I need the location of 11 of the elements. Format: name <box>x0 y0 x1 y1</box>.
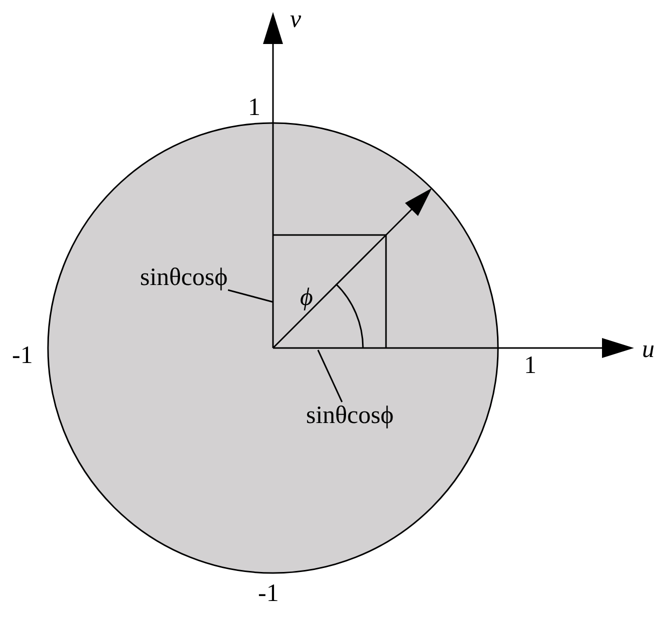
leader-line <box>317 350 343 402</box>
axis-label: u <box>642 335 654 365</box>
tick-label: -1 <box>258 579 279 609</box>
tick-label: -1 <box>12 341 33 371</box>
leader-line <box>228 289 274 303</box>
angle-label: ϕ <box>300 283 313 313</box>
tick-label: 1 <box>248 93 260 123</box>
formula-label: sinθcosϕ <box>140 263 228 293</box>
formula-label: sinθcosϕ <box>306 401 394 431</box>
tick-label: 1 <box>524 351 536 381</box>
axis-label: v <box>290 5 302 35</box>
